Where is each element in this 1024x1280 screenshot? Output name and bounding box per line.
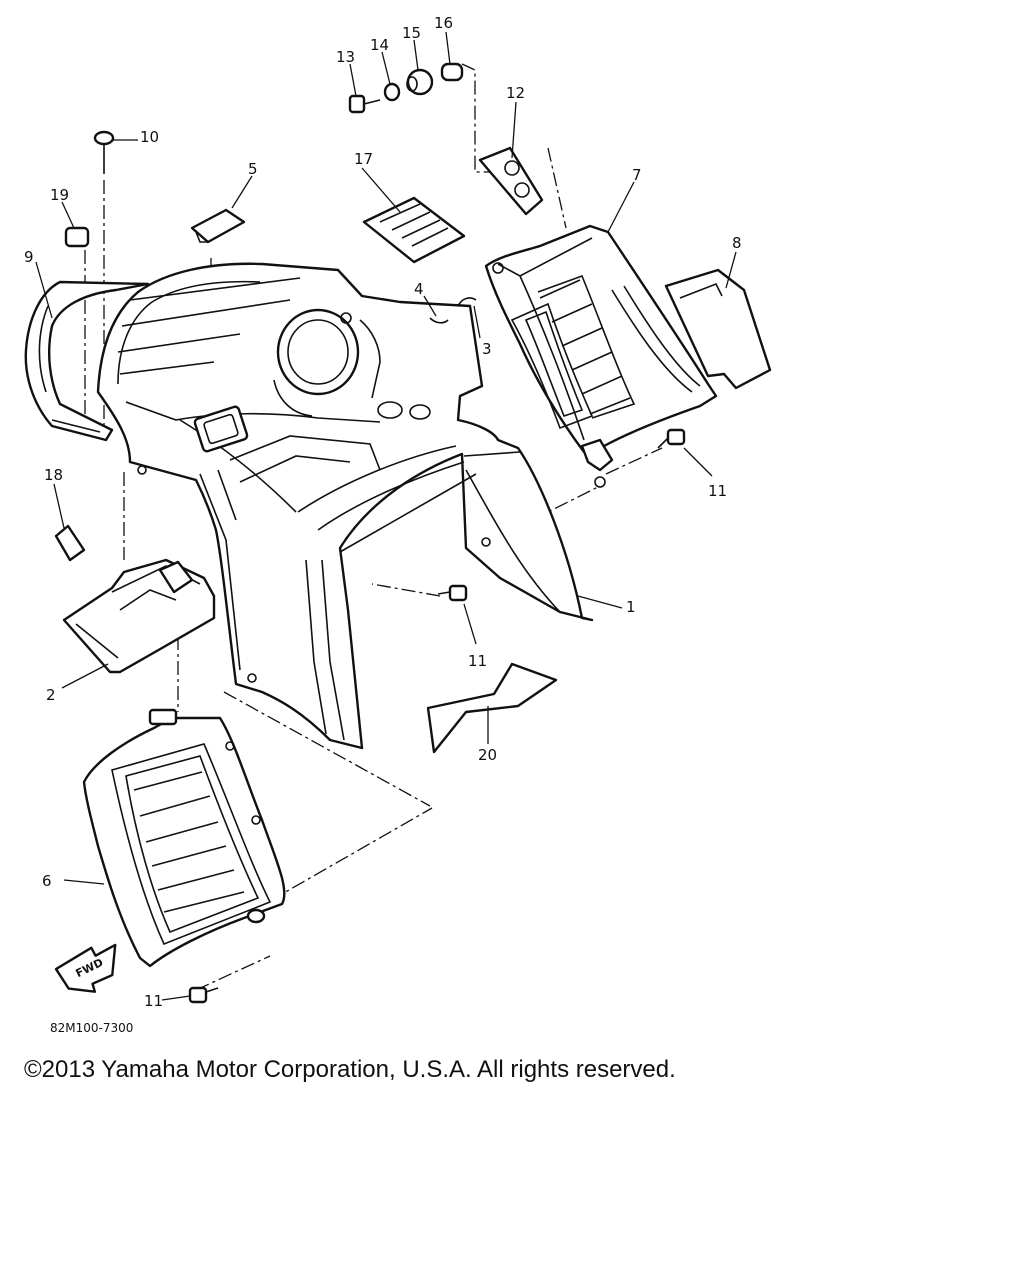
callout-label: 3 [482, 340, 492, 358]
callout-label: 4 [414, 280, 424, 298]
callout-label: 8 [732, 234, 742, 252]
right-panel-part [484, 224, 718, 488]
front-cover-part [96, 262, 594, 750]
copyright-notice: ©2013 Yamaha Motor Corporation, U.S.A. A… [24, 1056, 676, 1083]
parts-diagram: FWD 13 14 15 16 12 10 5 17 19 9 7 8 4 3 … [24, 14, 772, 1035]
callout-label: 2 [46, 686, 56, 704]
callout-label: 17 [354, 150, 373, 168]
small-cover-part [62, 558, 216, 674]
callout-labels: 13 14 15 16 12 10 5 17 19 9 7 8 4 3 18 1… [24, 14, 742, 1035]
callout-label: 1 [626, 598, 636, 616]
callout-label: 16 [434, 14, 453, 32]
callout-label: 14 [370, 36, 389, 54]
drawing-code: 82M100-7300 [50, 1021, 133, 1035]
callout-label: 11 [144, 992, 163, 1010]
lower-trim-part [426, 662, 558, 754]
callout-label: 13 [336, 48, 355, 66]
callout-label: 11 [468, 652, 487, 670]
side-garnish-part [24, 280, 150, 442]
small-parts [54, 62, 686, 1004]
callout-label: 7 [632, 166, 642, 184]
callout-label: 11 [708, 482, 727, 500]
callout-label: 18 [44, 466, 63, 484]
left-panel-part [82, 708, 286, 968]
callout-leaders [35, 31, 737, 1001]
callout-label: 15 [402, 24, 421, 42]
callout-label: 20 [478, 746, 497, 764]
callout-label: 19 [50, 186, 69, 204]
trim-strip-part [664, 268, 772, 390]
fwd-arrow-icon: FWD [54, 943, 117, 993]
callout-label: 6 [42, 872, 52, 890]
callout-label: 5 [248, 160, 258, 178]
callout-label: 10 [140, 128, 159, 146]
callout-label: 12 [506, 84, 525, 102]
callout-label: 9 [24, 248, 34, 266]
